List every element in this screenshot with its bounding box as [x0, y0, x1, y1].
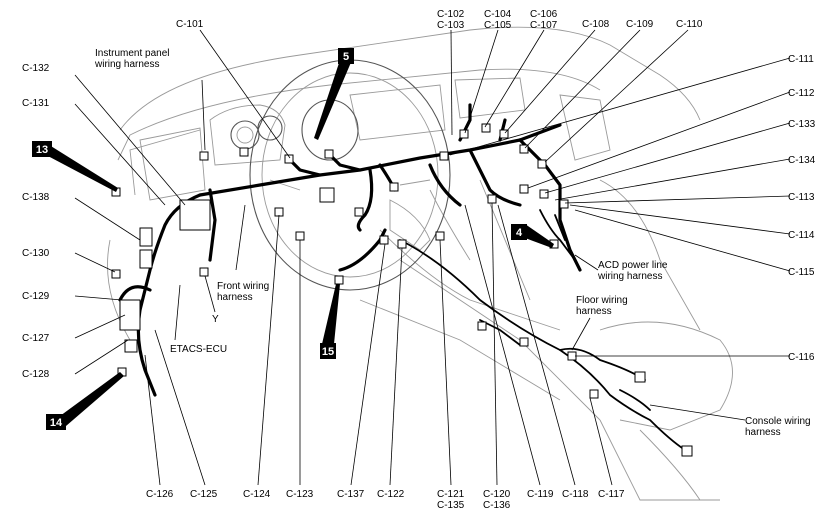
steering-wheel: [249, 59, 451, 291]
connector-labels: C-101 C-102 C-103 C-104 C-105 C-106 C-10…: [22, 9, 816, 511]
label-c130: C-130: [22, 248, 50, 259]
label-c132: C-132: [22, 63, 50, 74]
label-c122: C-122: [377, 489, 405, 500]
label-acd-power-line: ACD power line: [598, 260, 668, 271]
label-c129: C-129: [22, 291, 50, 302]
label-c135: C-135: [437, 500, 465, 511]
badge-5: 5: [314, 48, 354, 140]
label-c119: C-119: [527, 489, 554, 500]
label-c112: C-112: [788, 88, 815, 99]
label-c133: C-133: [788, 119, 816, 130]
label-c110: C-110: [676, 19, 703, 30]
harness-labels: Instrument panel wiring harness Front wi…: [94, 48, 811, 438]
badge-13: 13: [32, 141, 118, 192]
label-instrument-panel-2: wiring harness: [94, 59, 159, 70]
label-c105: C-105: [484, 20, 512, 31]
label-c125: C-125: [190, 489, 218, 500]
label-front-wiring-2: harness: [217, 292, 253, 303]
badge-14: 14: [46, 372, 124, 430]
label-c124: C-124: [243, 489, 271, 500]
connectors: [111, 123, 693, 457]
dashboard-outline: [107, 26, 733, 501]
label-c138: C-138: [22, 192, 50, 203]
label-c127: C-127: [22, 333, 50, 344]
label-c111: C-111: [788, 54, 814, 65]
badge-15: 15: [320, 284, 340, 359]
label-acd-power-line-2: wiring harness: [597, 271, 662, 282]
label-c103: C-103: [437, 20, 465, 31]
label-c101: C-101: [176, 19, 204, 30]
label-c128: C-128: [22, 369, 50, 380]
label-c109: C-109: [626, 19, 654, 30]
label-c102: C-102: [437, 9, 465, 20]
label-console-wiring-2: harness: [745, 427, 781, 438]
label-c106: C-106: [530, 9, 558, 20]
label-instrument-panel: Instrument panel: [95, 48, 170, 59]
label-c126: C-126: [146, 489, 174, 500]
label-floor-wiring: Floor wiring: [576, 295, 628, 306]
label-c107: C-107: [530, 20, 558, 31]
label-c131: C-131: [22, 98, 50, 109]
label-floor-wiring-2: harness: [576, 306, 612, 317]
svg-text:13: 13: [36, 144, 48, 156]
label-c120: C-120: [483, 489, 511, 500]
svg-text:4: 4: [516, 227, 523, 239]
label-c121: C-121: [437, 489, 465, 500]
svg-text:15: 15: [322, 346, 334, 358]
label-front-wiring: Front wiring: [217, 281, 269, 292]
label-c113: C-113: [788, 192, 815, 203]
svg-text:5: 5: [343, 51, 349, 63]
badge-4: 4: [511, 224, 554, 248]
label-c114: C-114: [788, 230, 815, 241]
label-c134: C-134: [788, 155, 816, 166]
label-c117: C-117: [598, 489, 625, 500]
meter-cluster: [230, 115, 283, 150]
label-c104: C-104: [484, 9, 512, 20]
label-c136: C-136: [483, 500, 511, 511]
svg-text:14: 14: [50, 417, 63, 429]
label-etacs-ecu: ETACS-ECU: [170, 344, 227, 355]
label-c118: C-118: [562, 489, 589, 500]
label-c108: C-108: [582, 19, 610, 30]
label-c123: C-123: [286, 489, 314, 500]
label-c116: C-116: [788, 352, 815, 363]
label-c137: C-137: [337, 489, 365, 500]
leader-lines: [74, 29, 791, 486]
label-y: Y: [212, 314, 219, 325]
label-c115: C-115: [788, 267, 815, 278]
label-console-wiring: Console wiring: [745, 416, 811, 427]
